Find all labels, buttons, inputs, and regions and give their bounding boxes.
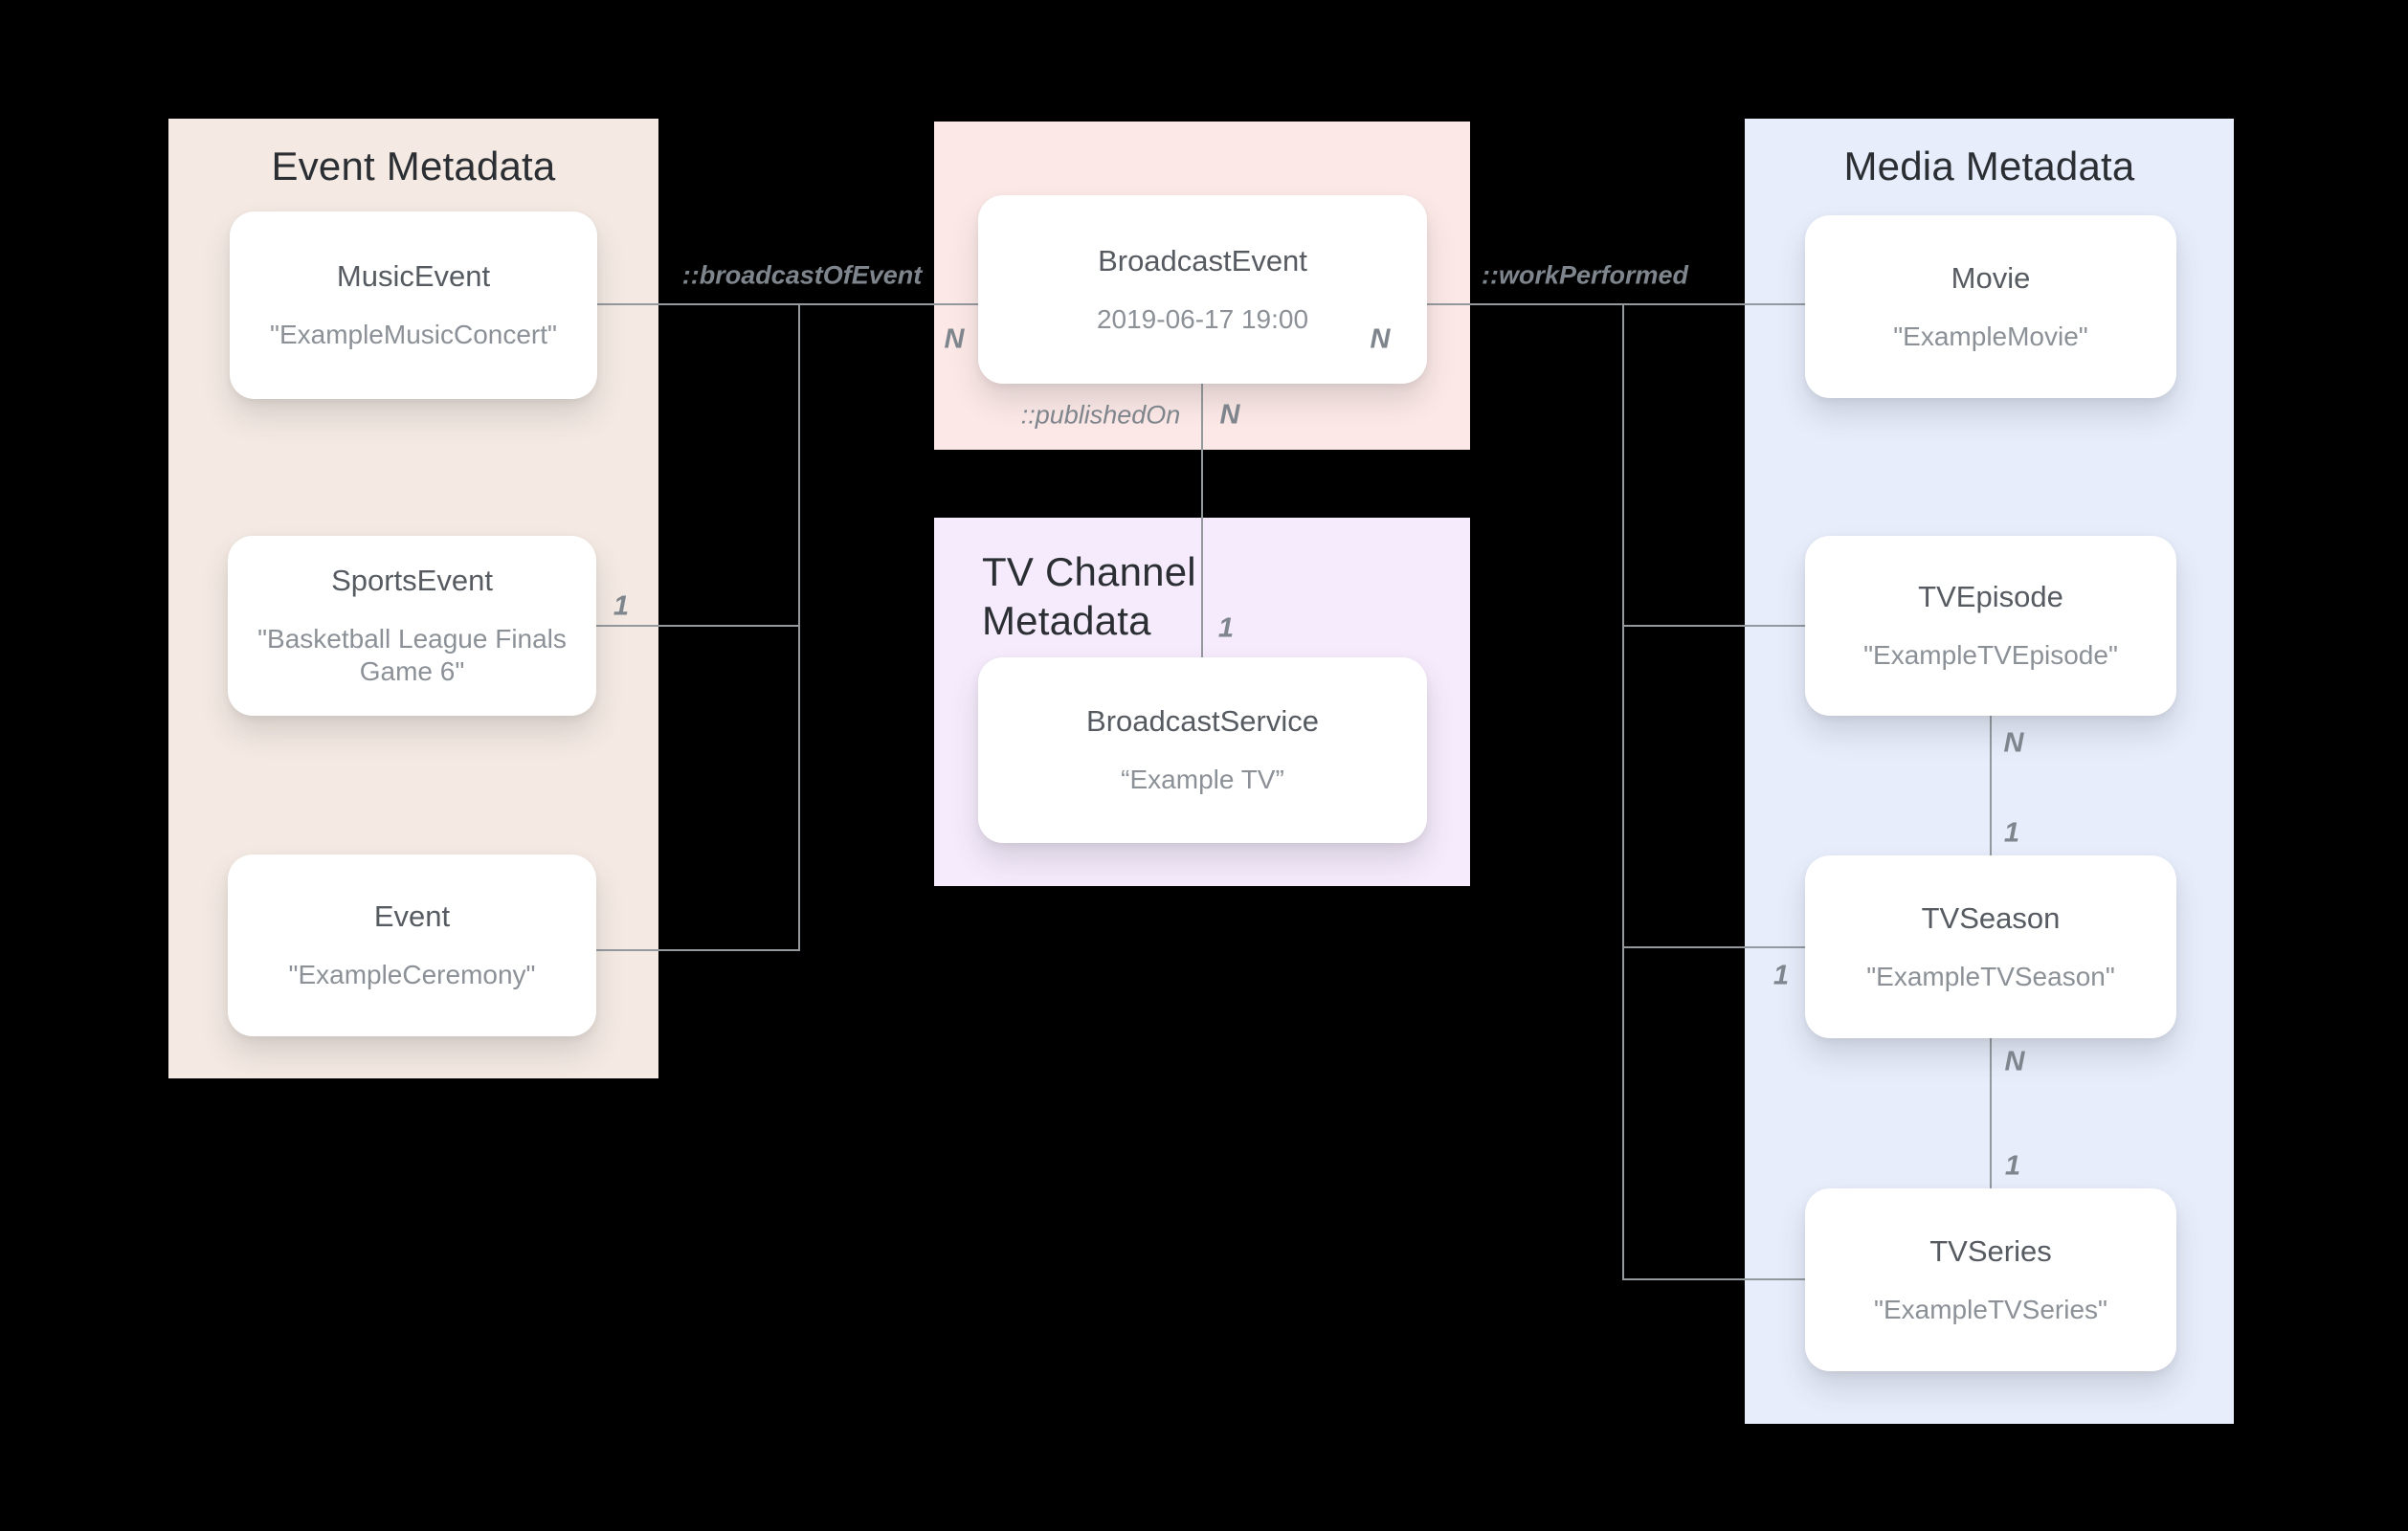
cardinality-season-1: 1 [1773,960,1790,991]
node-sportsevent: SportsEvent "Basketball League Finals Ga… [228,536,596,716]
node-broadcastevent-name: BroadcastEvent [1098,243,1307,277]
edge-event-branch [596,949,800,951]
node-tvepisode-name: TVEpisode [1918,580,2063,614]
node-tvseries: TVSeries "ExampleTVSeries" [1805,1188,2176,1371]
node-musicevent: MusicEvent "ExampleMusicConcert" [230,211,597,399]
cardinality-left-n: N [944,323,965,355]
event-metadata-title: Event Metadata [271,144,556,189]
node-tvseason-name: TVSeason [1921,900,2061,935]
cardinality-published-1: 1 [1217,612,1235,644]
edge-tvepisode-tvseason [1990,716,1992,855]
label-publishedon: ::publishedOn [1020,400,1181,430]
edge-broadcastevent-movie [1427,303,1805,305]
cardinality-season-series-n: N [2004,1046,2025,1077]
node-movie-name: Movie [1951,260,2031,295]
tv-channel-metadata-title: TV Channel Metadata [982,549,1196,644]
node-tvseason: TVSeason "ExampleTVSeason" [1805,855,2176,1038]
media-metadata-title: Media Metadata [1843,144,2135,189]
edge-publishedon-line [1201,384,1203,657]
node-tvepisode-value: "ExampleTVEpisode" [1863,640,2118,671]
edge-tvseries-branch [1622,1278,1805,1280]
node-broadcastevent-value: 2019-06-17 19:00 [1096,303,1309,334]
edge-right-trunk [1622,303,1624,1280]
node-event-name: Event [373,899,451,934]
label-broadcastofevent: ::broadcastOfEvent [681,260,923,290]
node-musicevent-name: MusicEvent [336,259,491,294]
edge-musicevent-broadcastevent [597,303,978,305]
node-musicevent-value: "ExampleMusicConcert" [270,320,557,350]
node-tvseason-value: "ExampleTVSeason" [1866,961,2115,991]
node-movie-value: "ExampleMovie" [1893,321,2088,351]
node-event-value: "ExampleCeremony" [288,960,536,990]
cardinality-ep-season-n: N [2003,727,2024,759]
cardinality-season-series-1: 1 [2004,1150,2021,1182]
cardinality-right-n: N [1370,323,1391,355]
node-broadcastservice-value: “Example TV” [1121,765,1284,795]
cardinality-published-n: N [1219,399,1240,431]
edge-tvseason-tvseries [1990,1038,1992,1188]
edge-tvepisode-branch [1622,625,1805,627]
cardinality-ep-season-1: 1 [2003,817,2020,849]
node-event: Event "ExampleCeremony" [228,854,596,1036]
edge-left-trunk [798,303,800,951]
node-tvseries-name: TVSeries [1929,1233,2052,1268]
node-broadcastevent: BroadcastEvent 2019-06-17 19:00 [978,195,1427,384]
label-workperformed: ::workPerformed [1481,260,1689,290]
node-tvseries-value: "ExampleTVSeries" [1874,1294,2107,1324]
node-sportsevent-name: SportsEvent [331,564,493,598]
edge-tvseason-branch [1622,946,1805,948]
node-sportsevent-value: "Basketball League Finals Game 6" [257,624,567,686]
node-movie: Movie "ExampleMovie" [1805,215,2176,398]
edge-sportsevent-branch [596,625,800,627]
node-tvepisode: TVEpisode "ExampleTVEpisode" [1805,536,2176,716]
node-broadcastservice: BroadcastService “Example TV” [978,657,1427,843]
node-broadcastservice-name: BroadcastService [1086,704,1319,739]
cardinality-sports-1: 1 [613,590,630,622]
